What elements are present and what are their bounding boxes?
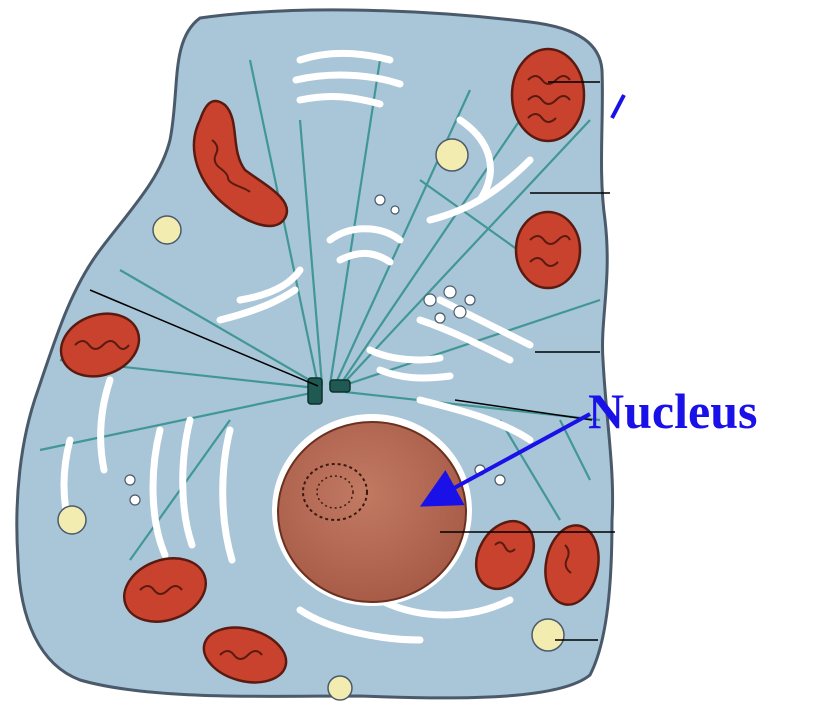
nucleus-label: Nucleus — [588, 386, 757, 436]
vesicle — [153, 216, 181, 244]
vesicle — [532, 619, 564, 651]
vesicle — [328, 676, 352, 700]
mitochondrion — [512, 49, 584, 141]
vesicle — [58, 506, 86, 534]
mitochondrion — [516, 212, 580, 288]
vesicle — [436, 139, 468, 171]
nucleus — [272, 414, 472, 606]
